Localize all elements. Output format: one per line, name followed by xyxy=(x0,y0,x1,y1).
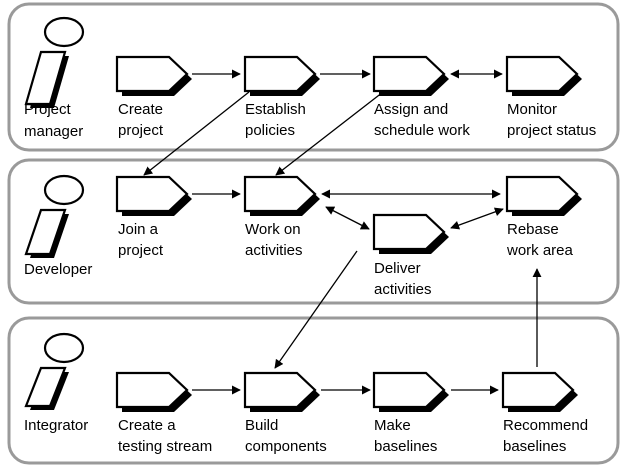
activity-assign-schedule-shape xyxy=(372,55,449,96)
activity-establish-policies-shape xyxy=(243,55,320,96)
arrow-work-deliver xyxy=(325,206,370,230)
activity-rebase-work-area-label: Rebase work area xyxy=(506,221,574,259)
role-label-developer: Developer xyxy=(24,261,92,278)
activity-deliver-activities-label: Deliver activities xyxy=(374,260,432,298)
activity-recommend-baselines-shape xyxy=(501,371,578,412)
project-manager-icon xyxy=(24,16,85,108)
activity-join-project-shape xyxy=(115,175,192,216)
role-label-integrator: Integrator xyxy=(24,417,88,434)
activity-deliver-activities-shape xyxy=(372,213,449,254)
activity-establish-policies-label: Establish policies xyxy=(245,101,310,139)
activity-assign-schedule-label: Assign and schedule work xyxy=(374,101,470,139)
arrow-establish-to-join xyxy=(143,91,250,176)
activity-create-testing-stream-shape xyxy=(115,371,192,412)
connectors xyxy=(143,69,542,395)
activity-join-project-label: Join a project xyxy=(118,221,164,259)
developer-icon xyxy=(24,174,85,258)
activity-recommend-baselines-label: Recommend baselines xyxy=(503,417,592,455)
arrow-deliver-to-build xyxy=(274,250,358,369)
activity-monitor-status-shape xyxy=(505,55,582,96)
activity-work-on-activities-shape xyxy=(243,175,320,216)
activity-make-baselines-label: Make baselines xyxy=(374,417,437,455)
activity-work-on-activities-label: Work on activities xyxy=(245,221,305,259)
integrator-icon xyxy=(24,332,85,410)
arrow-deliver-rebase xyxy=(450,207,504,230)
activity-create-project-shape xyxy=(115,55,192,96)
activity-rebase-work-area-shape xyxy=(505,175,582,216)
role-label-project-manager: Project manager xyxy=(24,101,83,140)
activity-build-components-label: Build components xyxy=(245,417,327,455)
activity-monitor-status-label: Monitor project status xyxy=(507,101,596,139)
activity-build-components-shape xyxy=(243,371,320,412)
activity-create-testing-stream-label: Create a testing stream xyxy=(118,417,212,455)
activity-make-baselines-shape xyxy=(372,371,449,412)
activity-create-project-label: Create project xyxy=(118,101,167,139)
arrow-assign-to-work xyxy=(275,91,384,176)
